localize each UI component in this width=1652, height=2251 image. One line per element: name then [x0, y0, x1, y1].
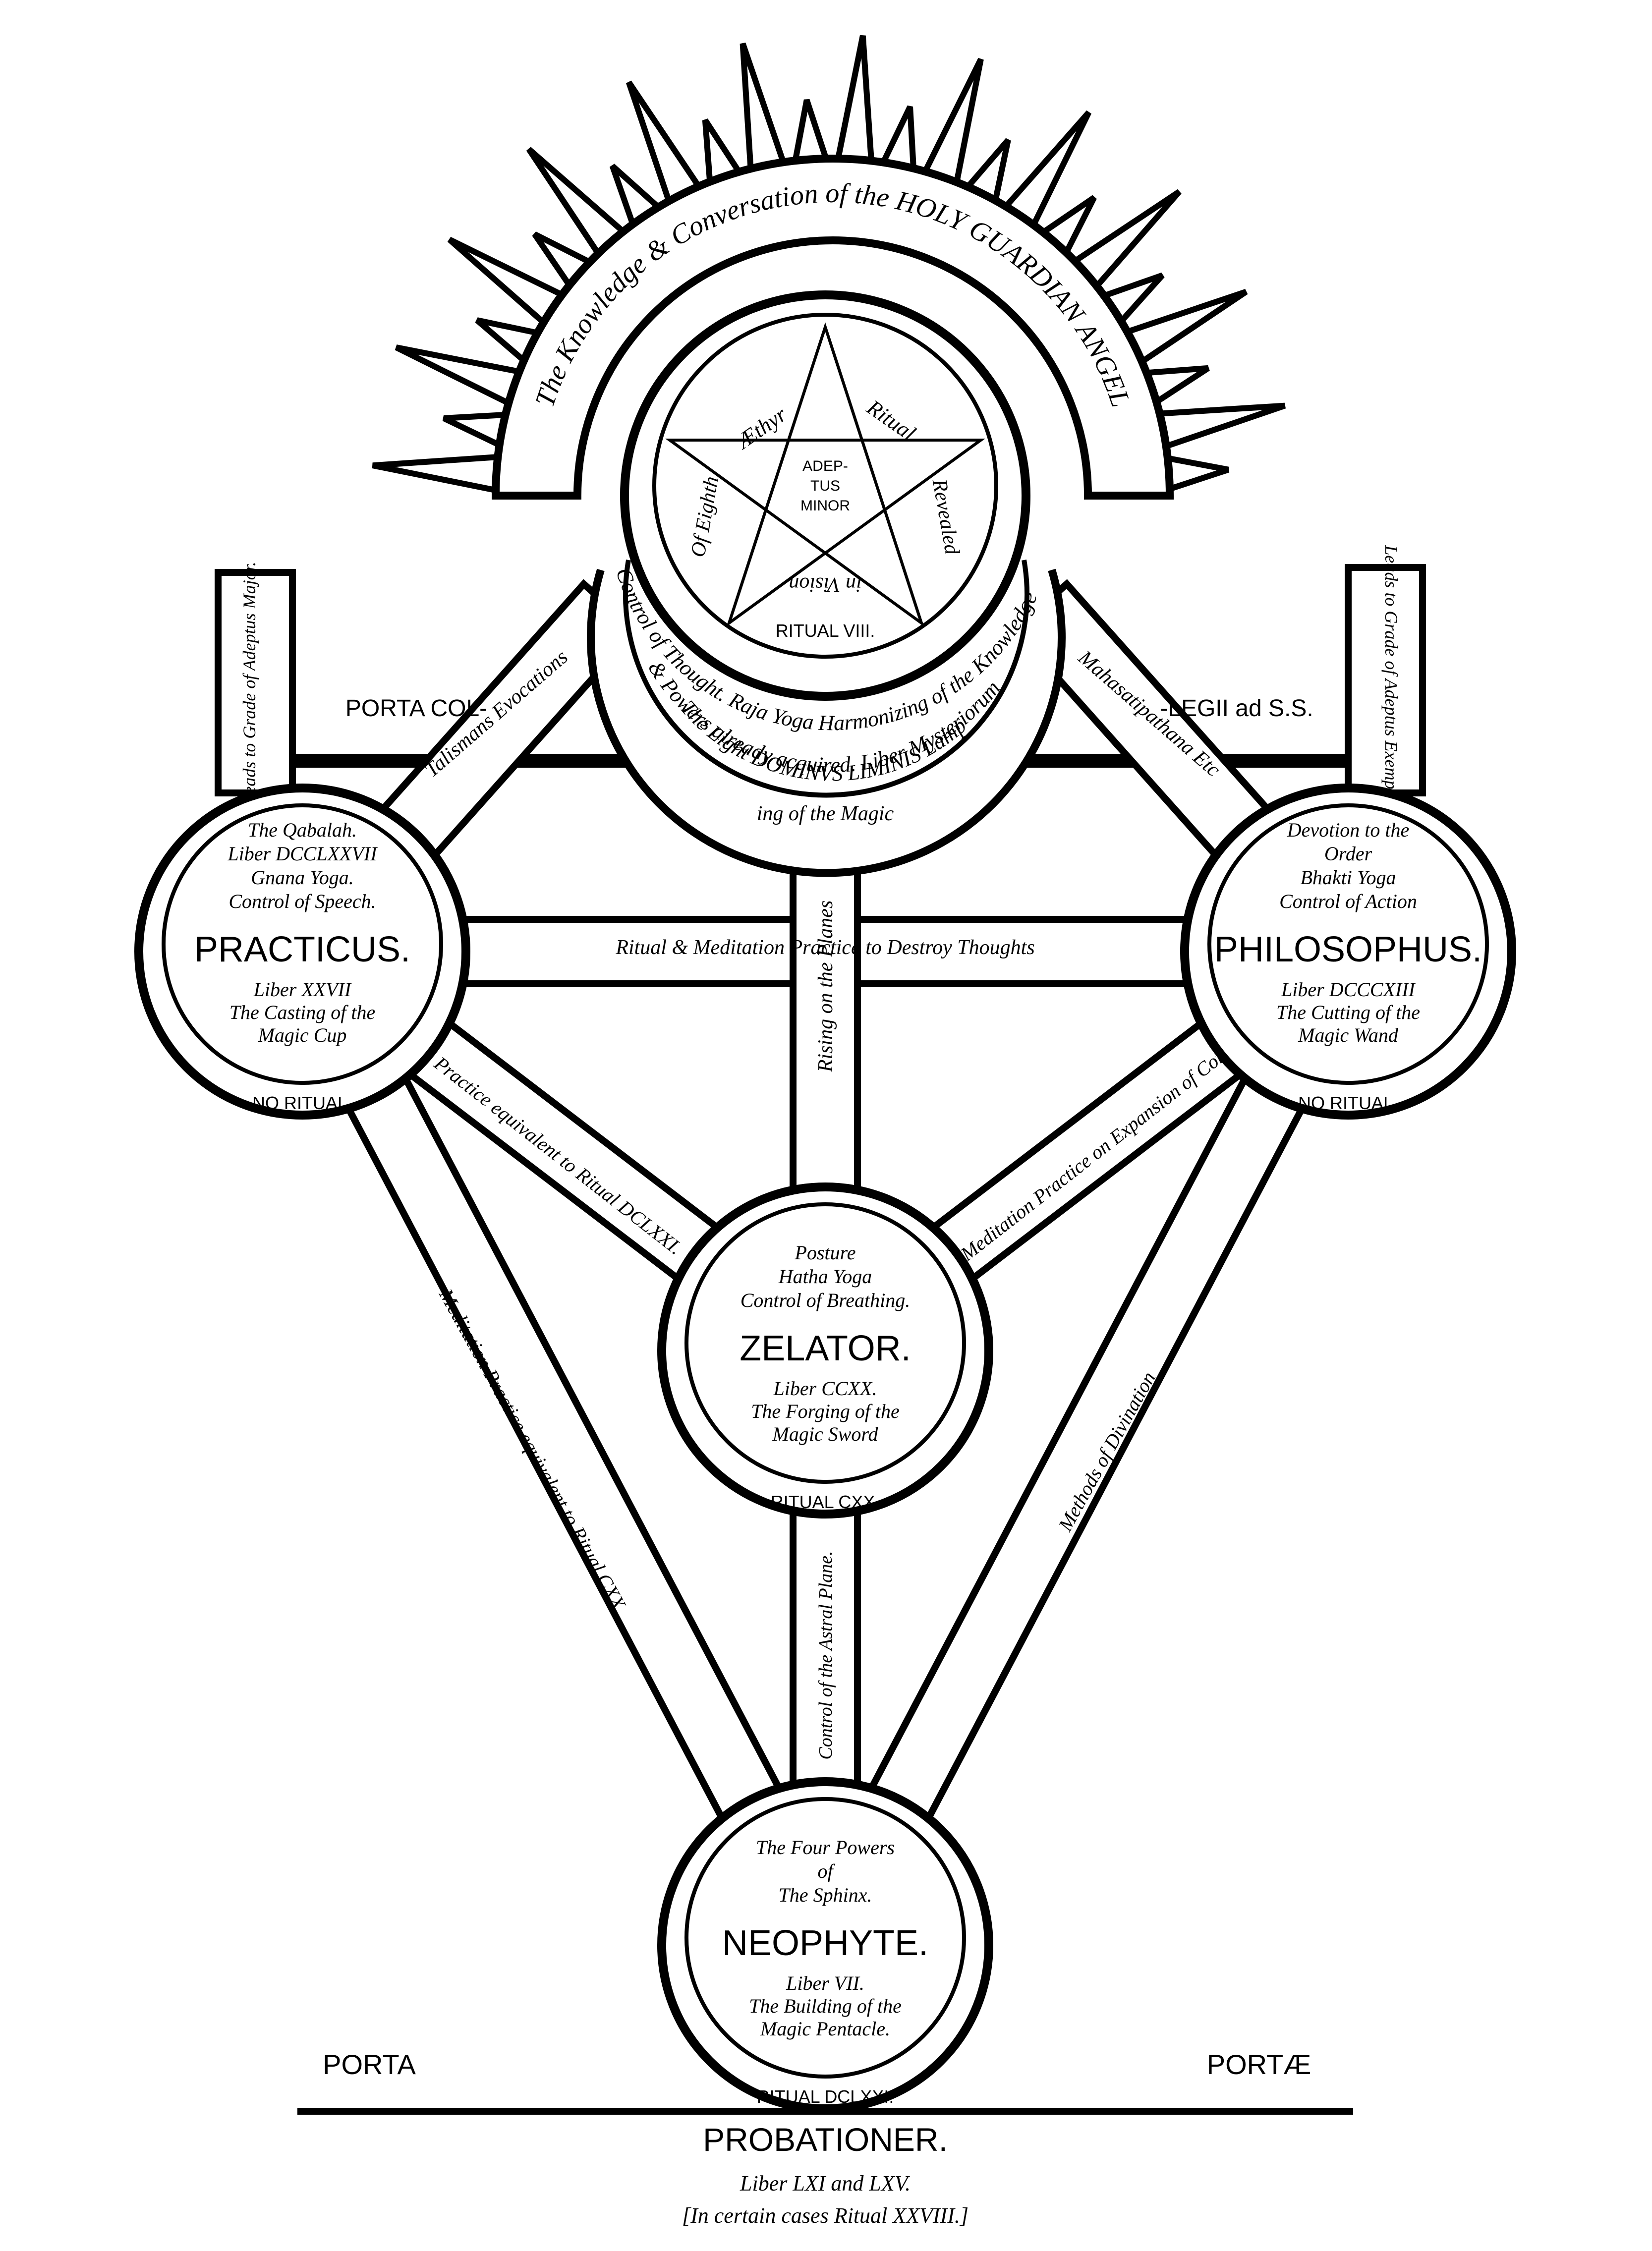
base: PORTA PORTÆ PROBATIONER. Liber LXI and L…	[297, 2049, 1353, 2228]
neophyte-top-line: of	[817, 1860, 835, 1882]
neophyte-ritual: RITUAL DCLXXI.	[757, 2086, 894, 2107]
adeptus-title-3: MINOR	[800, 498, 850, 514]
neophyte-bottom-line: The Building of the	[749, 1995, 902, 2017]
practicus-inner-ring	[162, 803, 443, 1085]
philosophus-inner-ring	[1207, 803, 1489, 1085]
practicus-bottom-line: Magic Cup	[258, 1024, 347, 1046]
philosophus-grade-name: PHILOSOPHUS.	[1214, 930, 1482, 969]
portae-label: PORTÆ	[1207, 2049, 1311, 2080]
practicus-grade-name: PRACTICUS.	[194, 930, 410, 969]
porta-label: PORTA	[323, 2049, 416, 2080]
sun-rays	[372, 35, 1286, 497]
philosophus-bottom-line: Magic Wand	[1298, 1024, 1399, 1046]
adeptus-minor-circle: Æthyr Ritual Revealed in Vision Of Eight…	[620, 290, 1030, 701]
practicus-top-line: Gnana Yoga.	[251, 866, 353, 889]
philosophus-bottom-line: The Cutting of the	[1276, 1001, 1420, 1023]
leads-bars	[215, 564, 1426, 796]
porta-collegii-right: -LEGII ad S.S.	[1160, 695, 1313, 722]
zelator-bottom-line: Magic Sword	[772, 1423, 879, 1445]
zelator-bottom-line: Liber CCXX.	[773, 1377, 877, 1400]
sun-ray	[1146, 402, 1286, 453]
neophyte-grade-name: NEOPHYTE.	[722, 1923, 928, 1963]
philosophus-top-line: Order	[1324, 843, 1372, 865]
neophyte-top-line: The Four Powers	[756, 1836, 895, 1858]
neophyte-bottom-line: Liber VII.	[786, 1972, 864, 1994]
pentagram-icon	[665, 322, 986, 627]
neophyte-inner-ring	[684, 1797, 966, 2079]
sun-ray	[740, 42, 791, 182]
practicus-ritual: NO RITUAL.	[252, 1093, 352, 1113]
practicus-top-line: The Qabalah.	[248, 819, 357, 841]
practicus-top-line: Control of Speech.	[228, 890, 376, 912]
philosophus-top-line: Bhakti Yoga	[1301, 866, 1396, 889]
adeptus-title-2: TUS	[810, 478, 840, 494]
zelator-top-line: Posture	[795, 1241, 856, 1264]
zelator-inner-ring	[684, 1202, 966, 1484]
practicus-bottom-line: Liber XXVII	[253, 978, 352, 1001]
probationer-title: PROBATIONER.	[703, 2121, 948, 2158]
probationer-note: [In certain cases Ritual XXVIII.]	[682, 2203, 968, 2228]
adeptus-ring-4: in Vision	[789, 573, 861, 596]
philosophus-top-line: Devotion to the	[1287, 819, 1410, 841]
leads-right-text: Leads to Grade of Adeptus Exemptus.	[1381, 545, 1401, 814]
philosophus-bottom-line: Liber DCCCXIII	[1281, 978, 1416, 1001]
neophyte-top-line: The Sphinx.	[779, 1884, 872, 1906]
sun-ray	[832, 35, 875, 174]
zelator-grade-name: ZELATOR.	[740, 1329, 911, 1368]
sun-ray	[372, 453, 512, 496]
leads-left-text: Leads to Grade of Adeptus Major.	[239, 562, 259, 804]
adeptus-title-1: ADEP-	[802, 458, 848, 474]
zelator-top-line: Hatha Yoga	[778, 1265, 872, 1288]
philosophus-top-line: Control of Action	[1279, 890, 1417, 912]
adeptus-ritual: RITUAL VIII.	[776, 620, 875, 641]
zelator-ritual: RITUAL CXX.	[771, 1492, 880, 1512]
path-label-ritual-meditation: Ritual & Meditation Practice to Destroy …	[615, 936, 1034, 959]
probationer-liber: Liber LXI and LXV.	[740, 2171, 911, 2195]
arch-text-tail: ing of the Magic	[757, 802, 894, 825]
zelator-bottom-line: The Forging of the	[751, 1400, 900, 1422]
philosophus-ritual: NO RITUAL.	[1298, 1093, 1398, 1113]
path-label-astral: Control of the Astral Plane.	[815, 1551, 836, 1759]
zelator-top-line: Control of Breathing.	[741, 1289, 911, 1311]
practicus-top-line: Liber DCCLXXVII	[227, 843, 378, 865]
porta-collegii-left: PORTA COL-	[345, 695, 487, 722]
practicus-bottom-line: The Casting of the	[229, 1001, 375, 1023]
path-label-rising-planes: Rising on the Planes	[814, 900, 837, 1072]
neophyte-bottom-line: Magic Pentacle.	[760, 2018, 890, 2040]
